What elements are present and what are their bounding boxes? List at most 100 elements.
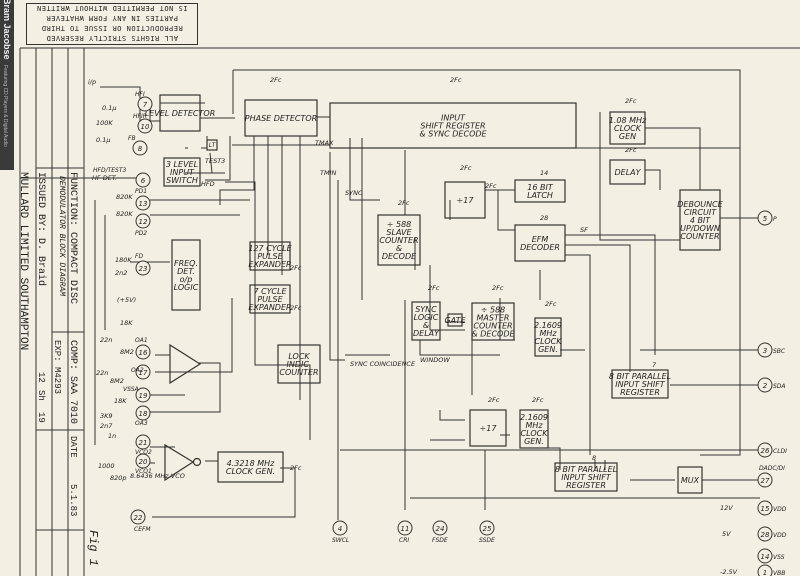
pin-number: 4: [338, 525, 342, 533]
debounce-counter-block-label: DEBOUNCE: [677, 200, 723, 209]
pin-8: 8FB: [128, 135, 148, 156]
pin-circle: [757, 442, 773, 458]
slave-counter-block-label: SLAVE: [386, 228, 412, 237]
gate-block-label: GATE: [444, 316, 466, 325]
level-detector-block: LEVEL DETECTOR: [145, 94, 215, 132]
pin-number: 5: [763, 215, 768, 223]
pin-number: 24: [436, 525, 445, 533]
label-bus14: 14: [540, 169, 548, 177]
phase-detector-block: PHASE DETECTOR: [244, 99, 318, 137]
pulse-expander-127-block-label: EXPANDER: [248, 260, 291, 269]
label-clk: 2Fc: [428, 284, 440, 292]
clock-2-1609mhz-top-block-label: 2.1609: [534, 321, 562, 330]
pin-label: OA2: [131, 367, 144, 374]
pin-number: 10: [141, 123, 150, 131]
pin-number: 8: [138, 145, 143, 153]
debounce-counter-block-label: UP/DOWN: [680, 224, 720, 233]
clock-gen-4-3218mhz-block-outline: [217, 451, 284, 483]
pin-label: OA1: [135, 337, 148, 344]
label-v5: 5V: [722, 530, 731, 538]
pin-label: DADC/DI: [759, 465, 785, 472]
clock-2-1609mhz-bottom-block-label: CLOCK: [521, 429, 549, 438]
clock-2-1609mhz-bottom-block-outline: [519, 409, 549, 449]
slave-counter-block-label: ÷ 588: [387, 220, 412, 229]
pin-number: 27: [761, 477, 770, 485]
parallel-shift-register-bottom-block-label: REGISTER: [566, 481, 606, 490]
pin-number: 14: [761, 553, 770, 561]
delay-block-label: DELAY: [614, 168, 641, 177]
label-v12: 12V: [720, 504, 733, 512]
three-level-input-switch-block-label: SWITCH: [166, 176, 198, 185]
freq-det-logic-block-outline: [171, 239, 201, 311]
label-clk: 2Fc: [545, 300, 557, 308]
pin-circle: [135, 344, 151, 360]
label-tmin: TMIN: [320, 169, 336, 177]
wires: [20, 69, 760, 520]
pin-label: SBC: [773, 348, 786, 355]
pin-number: 15: [761, 505, 770, 513]
label-r8m2-b: 8M2: [110, 377, 124, 385]
label-test3: TEST3: [205, 157, 225, 165]
clock-1-08mhz-block-label: CLOCK: [614, 124, 642, 133]
pin-number: 23: [139, 265, 148, 273]
pin-circle: [757, 526, 773, 542]
pin-circle: [757, 472, 773, 488]
pin-circle: [135, 405, 151, 421]
mux-block-label: MUX: [681, 476, 700, 485]
clock-2-1609mhz-bottom-block-label: 2.1609: [520, 413, 548, 422]
mux-block: MUX: [677, 466, 703, 494]
analog-components: [164, 343, 202, 482]
label-c22n-b: 22n: [96, 369, 108, 377]
pin-circle: [757, 342, 773, 358]
label-c2n7: 2n7: [100, 422, 113, 430]
label-bus7: 7: [652, 361, 657, 369]
pin-label: FSDE: [432, 537, 448, 544]
pin-number: 19: [139, 392, 148, 400]
label-clk: 2Fc: [492, 284, 504, 292]
sync-logic-delay-block-outline: [411, 301, 441, 341]
label-clk: 2Fc: [532, 396, 544, 404]
divide-17-bottom-block: ÷17: [469, 409, 507, 447]
label-clk: 2Fc: [450, 76, 462, 84]
label-sync: SYNC: [345, 189, 363, 197]
label-clk: 2Fc: [460, 164, 472, 172]
label-c820p: 820p: [110, 474, 127, 482]
pin-number: 7: [143, 101, 148, 109]
pin-number: 6: [141, 177, 146, 185]
pin-circle: [137, 96, 153, 112]
freq-det-logic-block-label: LOGIC: [174, 283, 199, 292]
pin-circle: [135, 434, 151, 450]
pin-label: VDD: [773, 532, 787, 539]
pin-circle: [135, 453, 151, 469]
pulse-expander-7-block-label: 7 CYCLE: [253, 287, 287, 296]
label-hfd: HFD: [201, 180, 215, 188]
pin-circle: [757, 500, 773, 516]
freq-det-logic-block-label: o/p: [180, 275, 193, 284]
debounce-counter-block-label: COUNTER: [680, 232, 719, 241]
latch-16bit-block-label: 16 BIT: [527, 183, 554, 192]
clock-1-08mhz-block-label: 1.08 MHz: [609, 116, 647, 125]
pin-label: HFD/TEST3: [93, 167, 127, 174]
debounce-counter-block-label: CIRCUIT: [684, 208, 717, 217]
pin-label: SSDE: [479, 537, 495, 544]
pin-circle: [135, 172, 151, 188]
efm-decoder-block-label: EFM: [532, 235, 549, 244]
pin-number: 16: [139, 349, 148, 357]
pin-16: 16 OA1: [135, 337, 151, 360]
